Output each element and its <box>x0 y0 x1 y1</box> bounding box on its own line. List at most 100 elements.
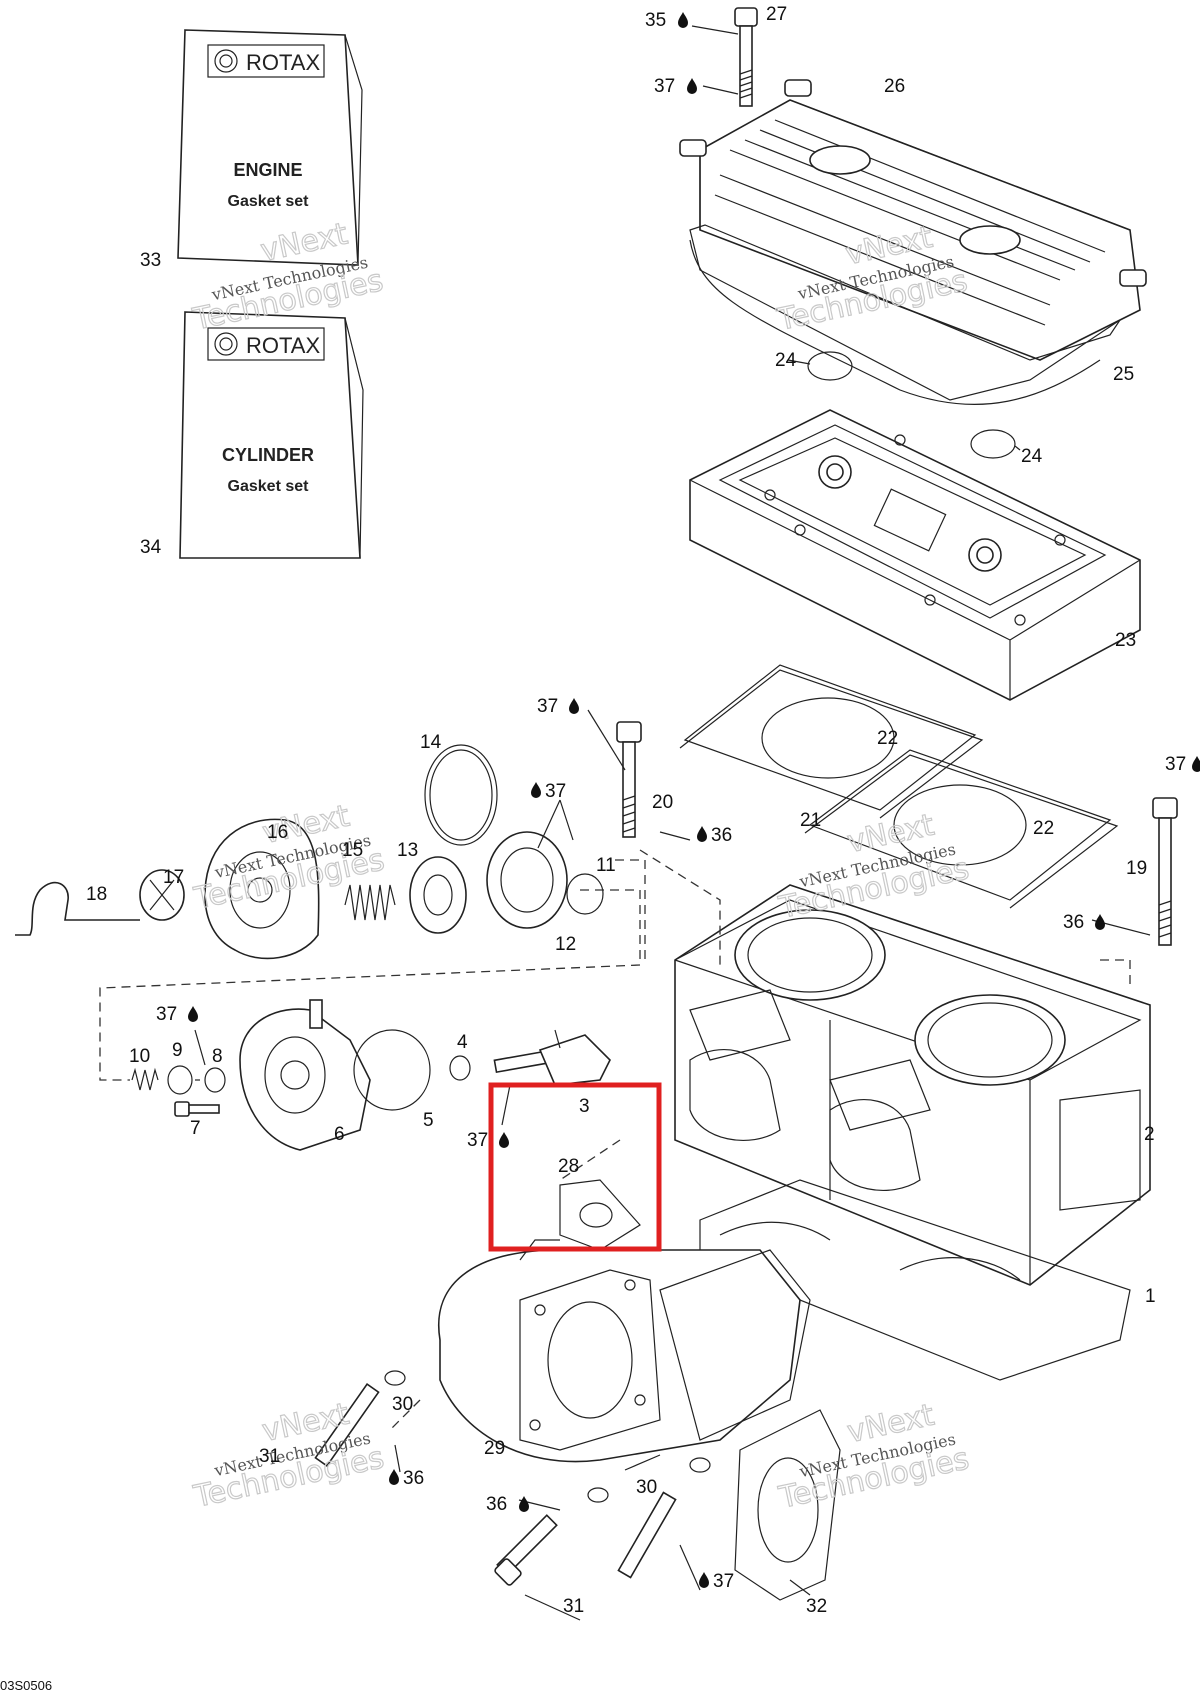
cylinder-head-cover-26 <box>679 79 1147 361</box>
callout-24: 24 <box>1021 446 1043 467</box>
callout-30: 30 <box>636 1477 657 1498</box>
spring-10 <box>131 1067 159 1091</box>
callout-1: 1 <box>1145 1286 1156 1307</box>
callout-13: 13 <box>397 840 418 861</box>
callout-26: 26 <box>884 76 905 97</box>
callout-20: 20 <box>652 792 673 813</box>
o-ring-14 <box>424 744 498 846</box>
svg-text:Gasket set: Gasket set <box>228 478 310 495</box>
svg-text:Gasket set: Gasket set <box>228 193 310 210</box>
manifold-stud-31a <box>314 1383 380 1467</box>
callout-37: 37 <box>156 1004 177 1025</box>
svg-text:ROTAX: ROTAX <box>246 50 320 75</box>
washer-9 <box>167 1065 193 1095</box>
callout-35: 35 <box>645 10 666 31</box>
head-gasket-22b <box>804 749 1119 909</box>
callout-18: 18 <box>86 884 107 905</box>
callout-31: 31 <box>259 1446 280 1467</box>
exhaust-gasket-32 <box>734 1409 841 1601</box>
washer-8 <box>204 1067 226 1093</box>
screw-7 <box>174 1101 220 1117</box>
washer-30c <box>689 1457 711 1473</box>
water-pump-housing-6 <box>239 999 371 1151</box>
oil-drop-icon <box>1095 914 1105 930</box>
callout-15: 15 <box>342 840 363 861</box>
diagram-code: 03S0506 <box>0 1678 52 1693</box>
oil-drop-icon <box>687 78 697 94</box>
callout-8: 8 <box>212 1046 223 1067</box>
callout-37: 37 <box>537 696 558 717</box>
callout-10: 10 <box>129 1046 150 1067</box>
callout-23: 23 <box>1115 630 1136 651</box>
callout-36: 36 <box>403 1468 424 1489</box>
piston-13 <box>409 856 467 934</box>
callout-37: 37 <box>1165 754 1186 775</box>
o-ring-24a <box>807 351 853 381</box>
svg-text:ENGINE: ENGINE <box>233 160 302 180</box>
callout-33: 33 <box>140 250 161 271</box>
oil-drop-icon <box>531 782 541 798</box>
oil-drop-icon <box>389 1469 399 1485</box>
oil-drop-icon <box>519 1496 529 1512</box>
washer-30a <box>384 1370 406 1386</box>
callout-37: 37 <box>467 1130 488 1151</box>
callout-36: 36 <box>486 1494 507 1515</box>
callout-32: 32 <box>806 1596 827 1617</box>
oil-drop-icon <box>699 1572 709 1588</box>
exhaust-manifold-29 <box>437 1249 811 1463</box>
watermark-6: vNext Technologies vNext Technologies <box>775 1397 973 1516</box>
oil-drop-icon <box>678 12 688 28</box>
head-gasket-22a <box>679 664 984 819</box>
highlight-box-part-28 <box>488 1082 662 1252</box>
callout-37: 37 <box>654 76 675 97</box>
callout-5: 5 <box>423 1110 434 1131</box>
cap-17 <box>139 869 185 921</box>
callouts: 35 27 37 26 25 24 25 24 23 37 22 37 14 3… <box>86 4 1200 1617</box>
callout-24: 24 <box>775 350 797 371</box>
callout-2: 2 <box>1144 1124 1155 1145</box>
callout-27: 27 <box>766 4 787 25</box>
o-ring-4 <box>449 1055 471 1081</box>
oil-drop-icon <box>1192 756 1200 772</box>
cylinder-gasket-set-kit: ROTAX CYLINDER Gasket set <box>179 311 364 559</box>
callout-29: 29 <box>484 1438 505 1459</box>
callout-36: 36 <box>1063 912 1084 933</box>
callout-30: 30 <box>392 1394 413 1415</box>
cover-12 <box>486 831 568 929</box>
oil-drop-icon <box>499 1132 509 1148</box>
exhaust-gasket-28 <box>519 1179 641 1261</box>
callout-28: 28 <box>558 1156 579 1177</box>
callout-11: 11 <box>596 855 616 876</box>
engine-gasket-set-kit: ROTAX ENGINE Gasket set <box>177 29 363 266</box>
callout-22: 22 <box>877 728 898 749</box>
gasket-5 <box>353 1029 431 1111</box>
callout-14: 14 <box>420 732 442 753</box>
callout-6: 6 <box>334 1124 345 1145</box>
stud-20 <box>616 721 642 838</box>
callout-19: 19 <box>1126 858 1147 879</box>
callout-7: 7 <box>190 1118 201 1139</box>
cylinder-head-23 <box>689 409 1141 701</box>
callout-34: 34 <box>140 537 162 558</box>
callout-22: 22 <box>1033 818 1054 839</box>
washer-30b <box>587 1487 609 1503</box>
manifold-bolt-31b <box>494 1514 558 1586</box>
manifold-stud-31c <box>617 1491 677 1579</box>
callout-37: 37 <box>713 1571 734 1592</box>
callout-37: 37 <box>545 781 566 802</box>
svg-text:ROTAX: ROTAX <box>246 333 320 358</box>
cylinder-block-2 <box>674 884 1151 1286</box>
callout-21: 21 <box>800 810 821 831</box>
callout-16: 16 <box>267 822 288 843</box>
callout-3: 3 <box>579 1096 590 1117</box>
callout-4: 4 <box>457 1032 468 1053</box>
spring-clip-18 <box>15 881 140 936</box>
bolt-27 <box>734 7 758 107</box>
o-ring-24b <box>970 429 1016 459</box>
callout-17: 17 <box>163 867 184 888</box>
callout-12: 12 <box>555 934 576 955</box>
dashed-outline-water-pump <box>99 889 641 1081</box>
callout-36: 36 <box>711 825 732 846</box>
o-ring-11 <box>566 873 604 915</box>
